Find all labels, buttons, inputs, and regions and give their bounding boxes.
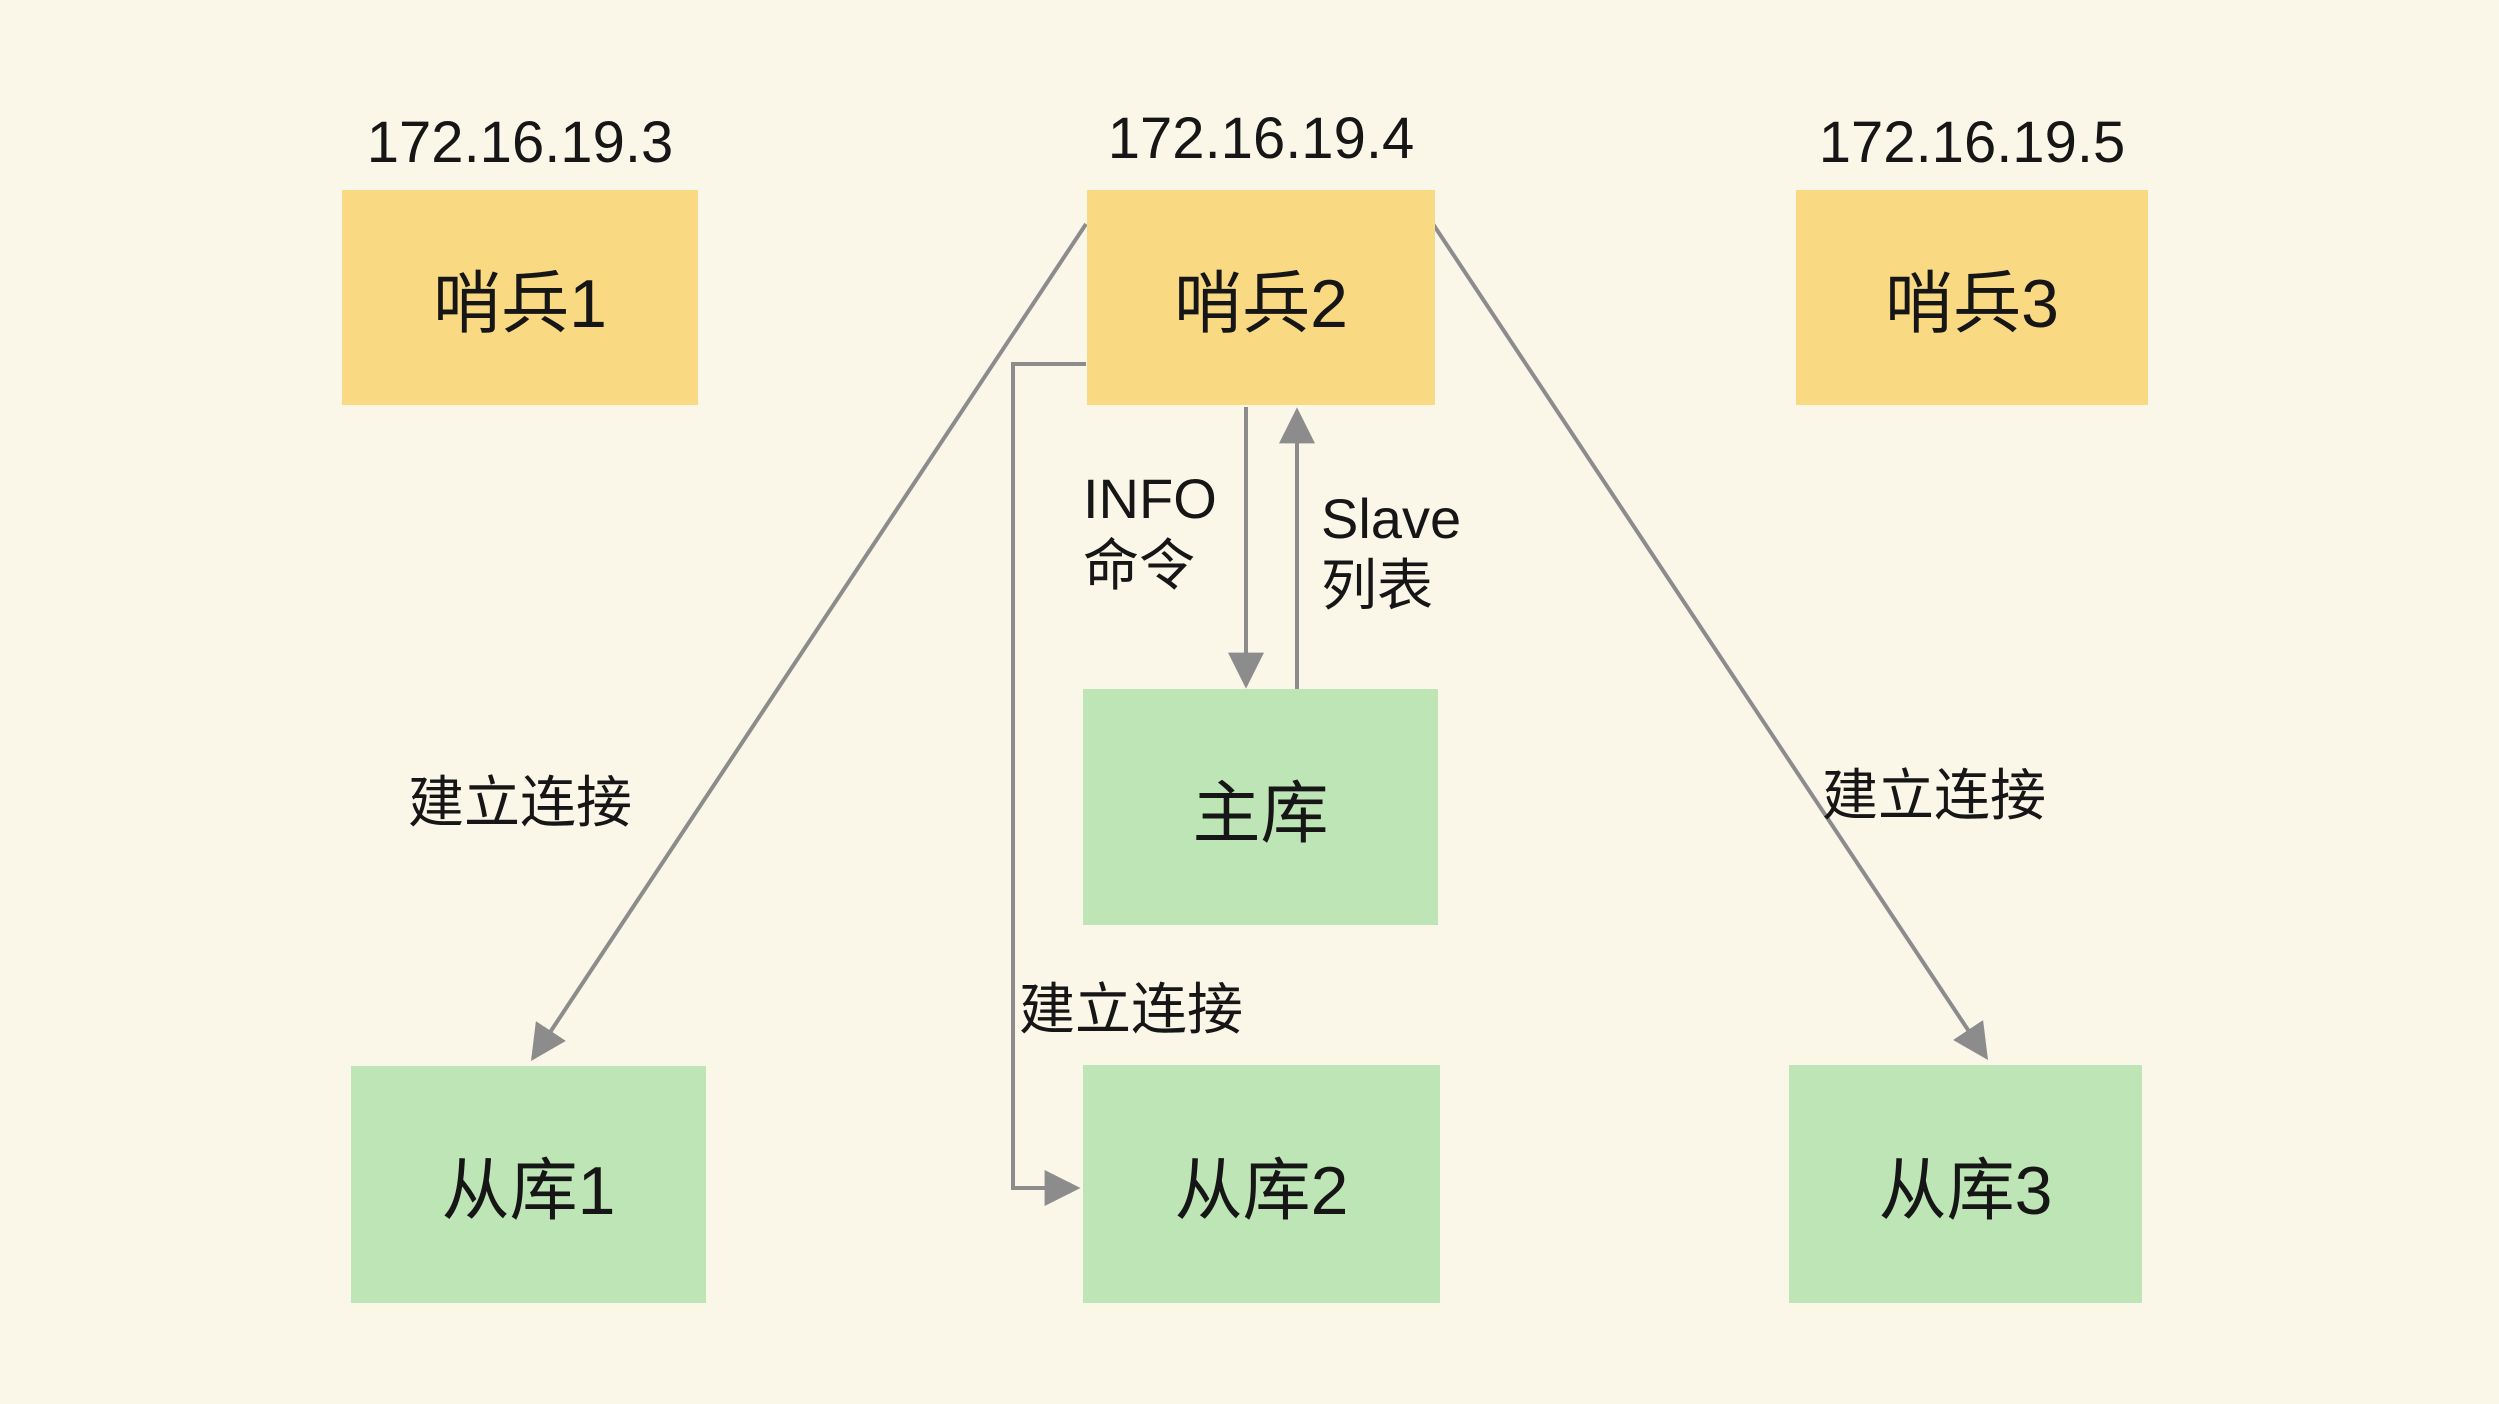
arrow-sentinel2-to-replica1 <box>531 222 1088 1062</box>
arrow-sentinel2-to-replica3 <box>1431 222 1988 1060</box>
node-sentinel2-label: 哨兵2 <box>1174 266 1348 342</box>
edge-label-info-command-line1: INFO <box>1083 467 1217 530</box>
edge-label-slave-list: Slave 列表 <box>1321 486 1461 619</box>
edge-label-info-command: INFO 命令 <box>1083 466 1217 599</box>
node-replica1-label: 从库1 <box>441 1153 616 1229</box>
edge-label-connect-left: 建立连接 <box>408 771 632 834</box>
node-sentinel1-label: 哨兵1 <box>433 266 607 342</box>
node-master: 主库 <box>1083 689 1438 925</box>
edge-label-connect-right: 建立连接 <box>1822 764 2046 827</box>
node-master-label: 主库 <box>1192 775 1329 852</box>
ip-label-sentinel3: 172.16.19.5 <box>1818 110 2126 175</box>
edge-label-info-command-line2: 命令 <box>1083 533 1195 597</box>
ip-label-sentinel2: 172.16.19.4 <box>1107 106 1415 171</box>
edge-label-slave-list-line1: Slave <box>1321 487 1462 550</box>
node-replica3-label: 从库3 <box>1878 1152 2053 1229</box>
node-sentinel2: 哨兵2 <box>1087 190 1435 405</box>
arrow-sentinel2-to-replica2-elbow <box>1011 362 1086 1206</box>
ip-label-sentinel1: 172.16.19.3 <box>366 110 674 175</box>
edge-label-connect-middle: 建立连接 <box>1019 978 1243 1041</box>
node-replica2: 从库2 <box>1083 1065 1440 1303</box>
node-replica1: 从库1 <box>351 1066 706 1303</box>
node-sentinel3-label: 哨兵3 <box>1885 266 2059 342</box>
edge-label-slave-list-line2: 列表 <box>1321 553 1433 617</box>
node-replica3: 从库3 <box>1789 1065 2142 1303</box>
node-sentinel1: 哨兵1 <box>342 190 698 405</box>
node-replica2-label: 从库2 <box>1174 1152 1349 1229</box>
node-sentinel3: 哨兵3 <box>1796 190 2148 405</box>
